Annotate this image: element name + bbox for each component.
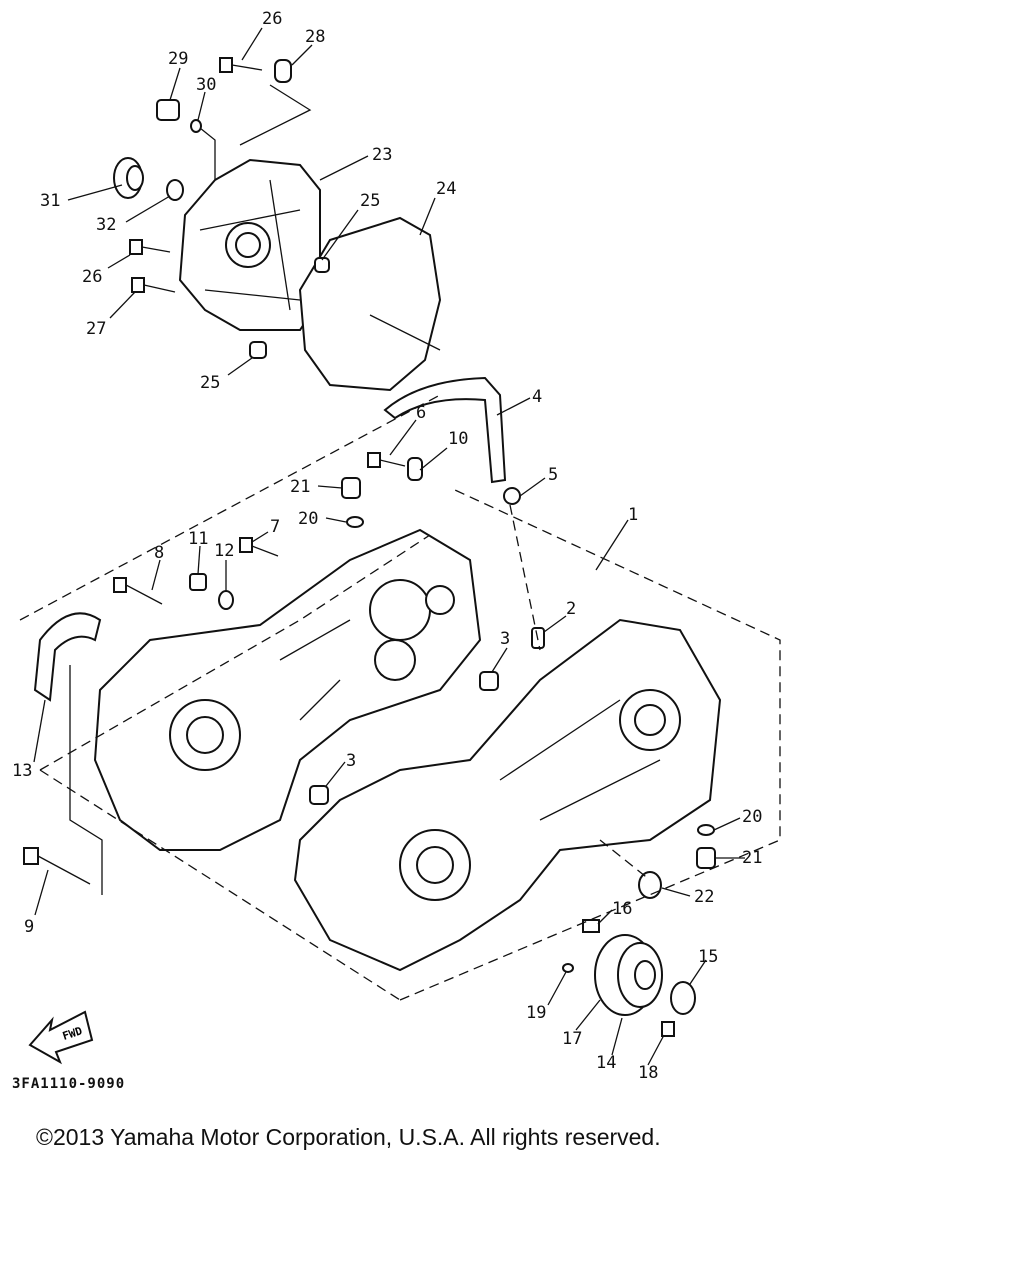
oil-seal-part-22 bbox=[638, 871, 662, 899]
callout-24: 24 bbox=[436, 179, 456, 199]
copyright-notice: ©2013 Yamaha Motor Corporation, U.S.A. A… bbox=[36, 1124, 661, 1150]
clip-part-5 bbox=[503, 487, 521, 505]
washer-part-20-lower bbox=[697, 824, 715, 836]
crankcase-exploded-diagram: FWD 26 28 29 30 23 31 32 25 24 26 27 25 … bbox=[12, 9, 781, 1083]
crankcase-right-half bbox=[293, 618, 722, 972]
o-ring-part-32 bbox=[166, 179, 184, 201]
hose-part-4 bbox=[383, 376, 507, 484]
fwd-label: FWD bbox=[61, 1024, 84, 1043]
callout-23: 23 bbox=[372, 145, 392, 165]
callout-17: 17 bbox=[562, 1029, 582, 1049]
gasket-part-13 bbox=[33, 612, 102, 702]
gasket-part-24 bbox=[298, 216, 442, 392]
plug-part-21-upper bbox=[341, 477, 361, 499]
callout-15: 15 bbox=[698, 947, 718, 967]
pin-part-19 bbox=[562, 963, 574, 973]
callout-21: 21 bbox=[290, 477, 310, 497]
callout-18: 18 bbox=[638, 1063, 658, 1083]
callout-21-lower: 21 bbox=[742, 848, 762, 868]
washer-part-20-upper bbox=[346, 516, 364, 528]
pin-part-16 bbox=[582, 919, 600, 933]
bolt-part-6 bbox=[367, 452, 406, 468]
dowel-part-3-lower bbox=[309, 785, 329, 805]
callout-20-lower: 20 bbox=[742, 807, 762, 827]
screw-part-18 bbox=[661, 1021, 675, 1037]
bolt-part-26-top bbox=[219, 57, 263, 73]
bolt-part-11 bbox=[189, 573, 207, 591]
callout-11: 11 bbox=[188, 529, 208, 549]
assembly-lines bbox=[19, 84, 781, 1001]
washer-part-12 bbox=[218, 590, 234, 610]
dowel-part-25-bottom bbox=[249, 341, 267, 359]
crankcase-left-half bbox=[93, 528, 482, 851]
callout-32: 32 bbox=[96, 215, 116, 235]
callout-26: 26 bbox=[262, 9, 282, 29]
callouts: 26 28 29 30 23 31 32 25 24 26 27 25 4 6 … bbox=[12, 9, 762, 1083]
clamp-part-28 bbox=[274, 59, 292, 83]
callout-29: 29 bbox=[168, 49, 188, 69]
callout-9: 9 bbox=[24, 917, 34, 937]
plug-part-29 bbox=[156, 99, 180, 121]
bearing-housing-part-17 bbox=[594, 934, 663, 1016]
bolt-part-27 bbox=[131, 277, 176, 293]
callout-31: 31 bbox=[40, 191, 60, 211]
callout-13: 13 bbox=[12, 761, 32, 781]
callout-25: 25 bbox=[360, 191, 380, 211]
callout-4: 4 bbox=[532, 387, 542, 407]
callout-3-lower: 3 bbox=[346, 751, 356, 771]
plug-part-21-lower bbox=[696, 847, 716, 869]
callout-22: 22 bbox=[694, 887, 714, 907]
leader-lines bbox=[33, 27, 745, 1066]
callout-19: 19 bbox=[526, 1003, 546, 1023]
dowel-part-25-top bbox=[314, 257, 330, 273]
bolt-part-7 bbox=[239, 537, 279, 557]
bolt-part-9 bbox=[23, 847, 91, 885]
callout-10: 10 bbox=[448, 429, 468, 449]
o-ring-part-30 bbox=[190, 119, 202, 133]
crankcase-cover-part-23 bbox=[178, 158, 321, 331]
callout-6: 6 bbox=[416, 403, 426, 423]
callout-7: 7 bbox=[270, 517, 280, 537]
dowel-part-3-upper bbox=[479, 671, 499, 691]
callout-30: 30 bbox=[196, 75, 216, 95]
callout-27: 27 bbox=[86, 319, 106, 339]
callout-12: 12 bbox=[214, 541, 234, 561]
callout-26-lower: 26 bbox=[82, 267, 102, 287]
seal-part-15 bbox=[670, 981, 696, 1015]
callout-20: 20 bbox=[298, 509, 318, 529]
drawing-code: 3FA1110-9090 bbox=[12, 1076, 126, 1092]
callout-28: 28 bbox=[305, 27, 325, 47]
callout-2: 2 bbox=[566, 599, 576, 619]
bolt-part-8 bbox=[113, 577, 163, 605]
callout-16: 16 bbox=[612, 899, 632, 919]
oil-seal-part-31 bbox=[113, 157, 144, 199]
callout-5: 5 bbox=[548, 465, 558, 485]
callout-14: 14 bbox=[596, 1053, 616, 1073]
callout-1: 1 bbox=[628, 505, 638, 525]
callout-3: 3 bbox=[500, 629, 510, 649]
callout-8: 8 bbox=[154, 543, 164, 563]
fwd-arrow: FWD bbox=[28, 1010, 94, 1065]
callout-25-lower: 25 bbox=[200, 373, 220, 393]
bolt-part-26-side bbox=[129, 239, 171, 255]
clamp-part-10 bbox=[407, 457, 423, 481]
